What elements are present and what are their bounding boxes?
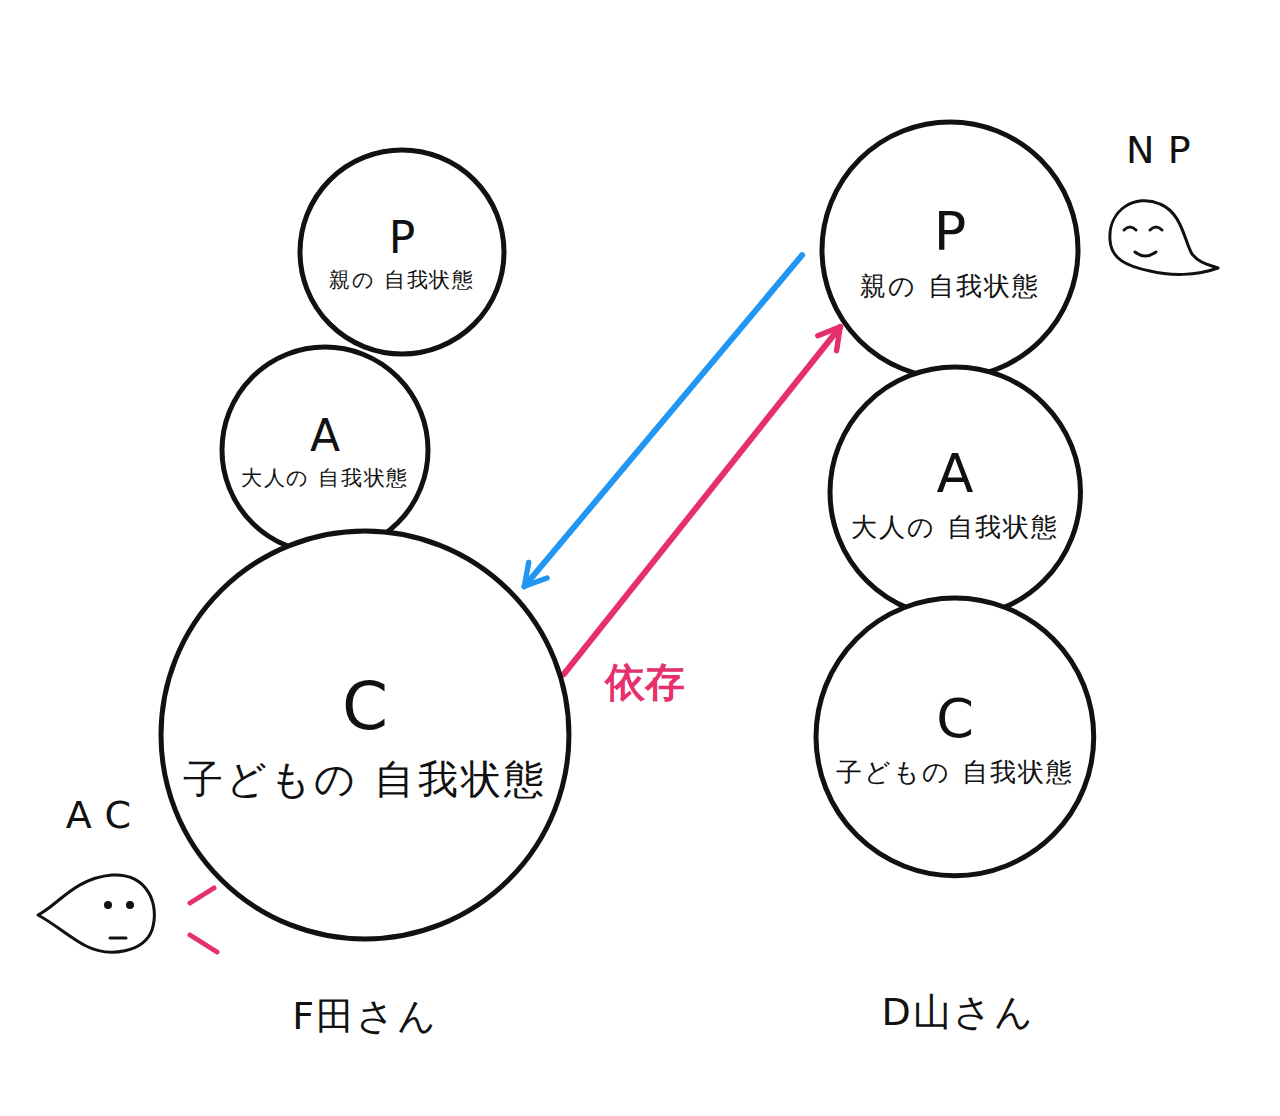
ego-state-name: 親の 自我状態	[329, 267, 474, 293]
ego-state-letter: C	[936, 685, 974, 753]
ego-state-circle: P親の 自我状態	[297, 147, 507, 357]
ego-state-letter: P	[389, 210, 416, 265]
person-name: F田さん	[292, 991, 437, 1042]
ac-ghost	[38, 875, 154, 952]
ego-state-circle: C子どもの 自我状態	[158, 528, 572, 942]
ego-state-name: 大人の 自我状態	[851, 511, 1059, 544]
ego-state-letter: A	[310, 408, 340, 463]
ego-state-name: 大人の 自我状態	[241, 465, 409, 491]
ac-marks	[190, 888, 217, 952]
connector-arrow	[524, 255, 802, 586]
connector-arrow	[564, 327, 840, 674]
ego-state-tag: NP	[1126, 128, 1204, 172]
np-ghost	[1110, 201, 1218, 275]
ego-state-name: 子どもの 自我状態	[836, 756, 1074, 789]
ego-state-circle: P 親の 自我状態	[819, 119, 1081, 381]
ego-state-letter: P	[934, 198, 967, 266]
ego-state-name: 子どもの 自我状態	[183, 754, 548, 804]
ego-state-letter: C	[342, 666, 388, 749]
person-name: D山さん	[882, 987, 1035, 1038]
edge-label: 依存	[601, 653, 689, 712]
ego-state-circle: A大人の 自我状態	[219, 344, 431, 556]
ego-state-name: 親の 自我状態	[860, 270, 1040, 303]
ego-state-tag: AC	[66, 793, 144, 837]
ego-state-circle: C子どもの 自我状態	[813, 595, 1097, 879]
ego-state-circle: A大人の 自我状態	[827, 364, 1083, 620]
ego-state-letter: A	[937, 440, 974, 508]
